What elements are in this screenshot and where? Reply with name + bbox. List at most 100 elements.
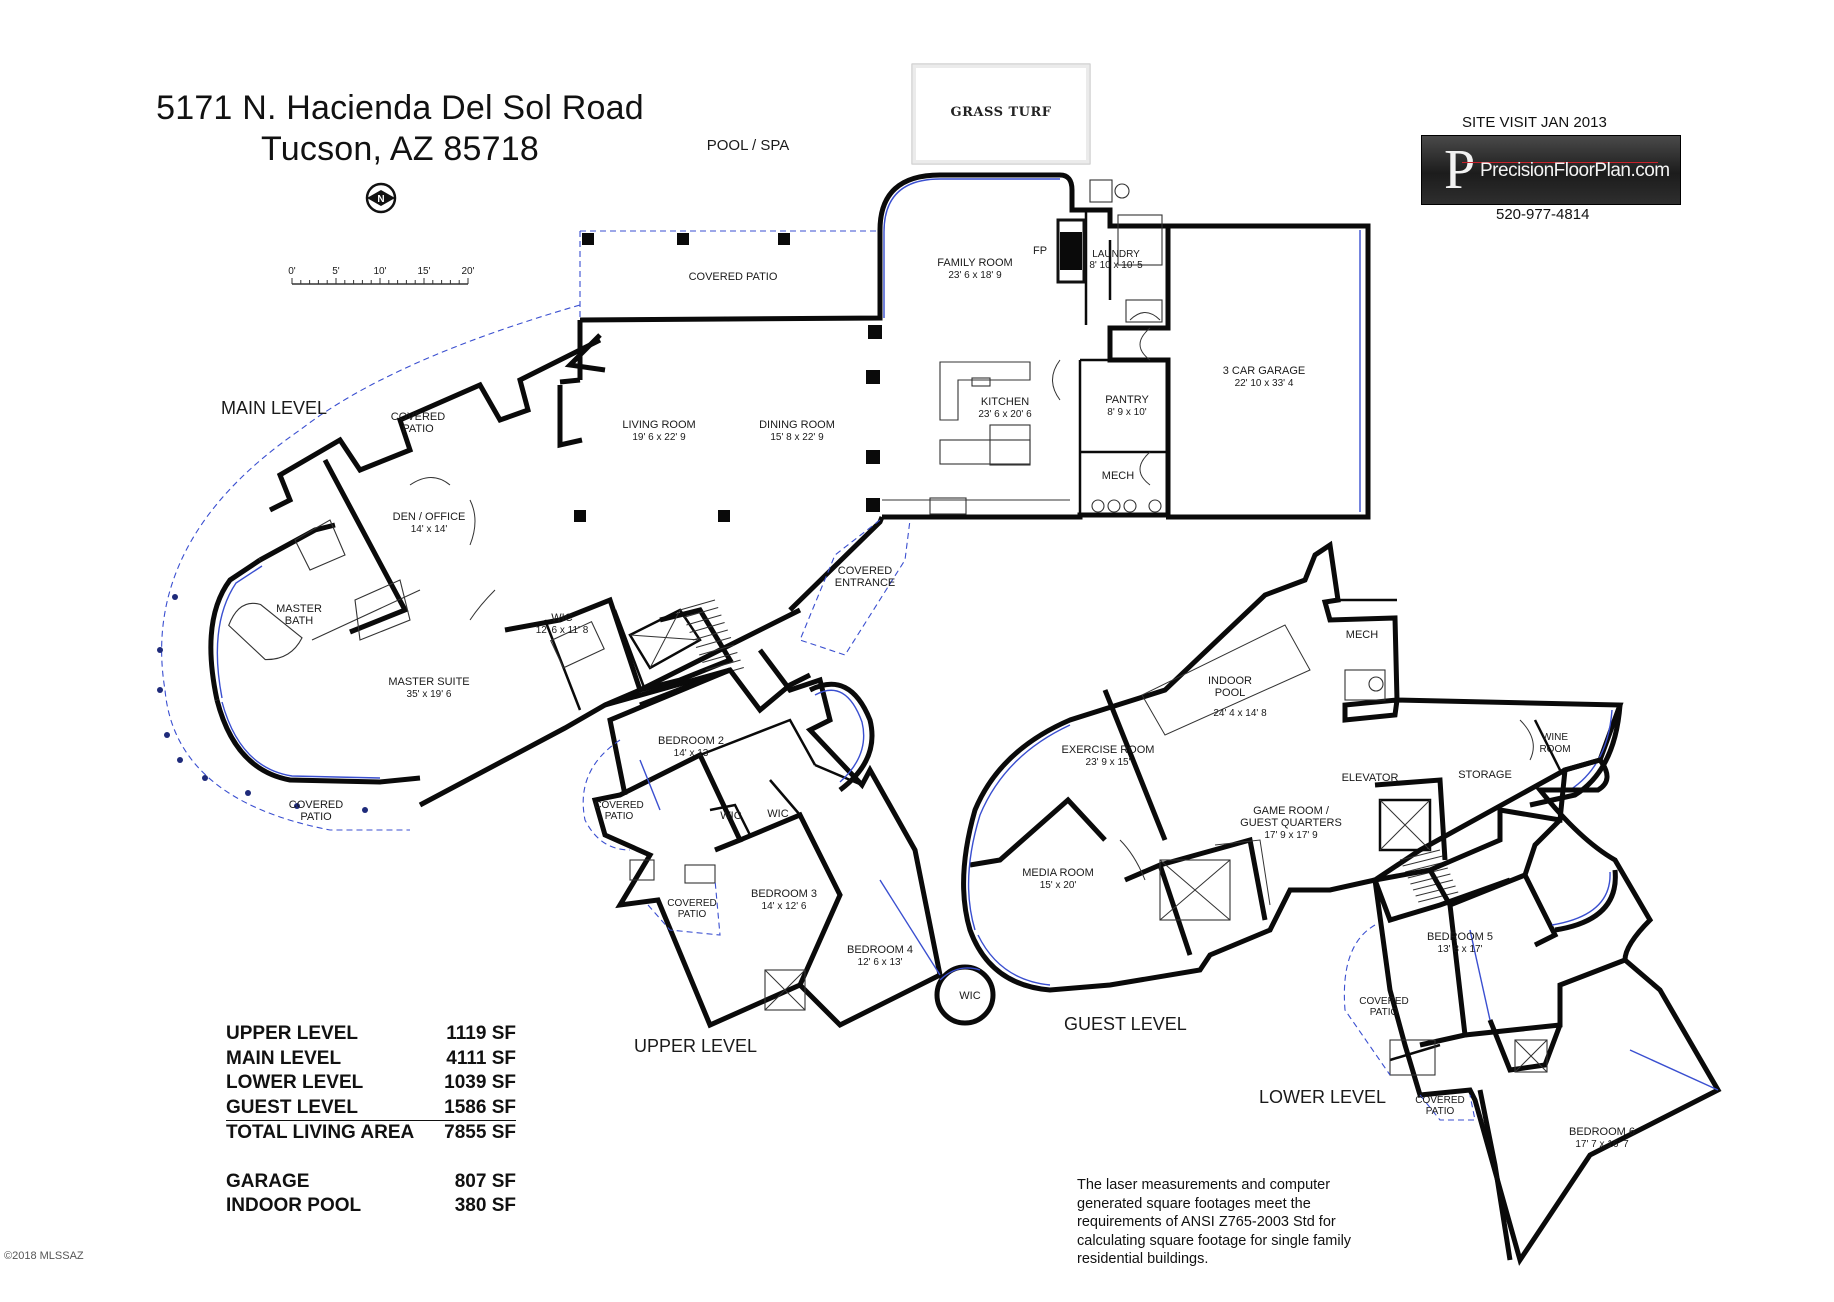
area-row: UPPER LEVEL 1119 SF (226, 1022, 516, 1047)
area-row: LOWER LEVEL 1039 SF (226, 1071, 516, 1096)
label-garage: 3 CAR GARAGE (1223, 365, 1306, 377)
label-wic-c: WIC (959, 990, 980, 1002)
area-row: INDOOR POOL 380 SF (226, 1194, 516, 1219)
property-address: 5171 N. Hacienda Del Sol Road Tucson, AZ… (0, 88, 800, 170)
dims-garage: 22' 10 x 33' 4 (1235, 378, 1294, 389)
area-value: 380 SF (454, 1195, 516, 1216)
label-wic-a: WIC (720, 810, 741, 822)
dims-kitchen: 23' 6 x 20' 6 (978, 409, 1032, 420)
label-wine-room-2: ROOM (1539, 744, 1570, 755)
scale-tick-label-0: 0' (288, 266, 296, 277)
pool-spa-label: POOL / SPA (707, 137, 790, 154)
label-upper-level: UPPER LEVEL (634, 1036, 757, 1056)
label-storage: STORAGE (1458, 769, 1512, 781)
area-label: INDOOR POOL (226, 1195, 362, 1216)
dims-master-suite: 35' x 19' 6 (407, 689, 452, 700)
precision-floor-plan-logo: P PrecisionFloorPlan.com (1421, 135, 1681, 205)
label-wic-b: WIC (767, 808, 788, 820)
label-covered-patio-bottom-1: COVERED (289, 799, 343, 811)
scale-tick-label-5: 5' (332, 266, 340, 277)
label-master-bath-1: MASTER (276, 603, 322, 615)
label-pantry: PANTRY (1105, 394, 1149, 406)
label-guest-level: GUEST LEVEL (1064, 1014, 1187, 1034)
dims-wic-master: 12' 6 x 11' 8 (536, 625, 589, 636)
label-mech-guest: MECH (1346, 629, 1378, 641)
label-lower-level: LOWER LEVEL (1259, 1087, 1386, 1107)
dims-exercise-room: 23' 9 x 15' (1086, 757, 1131, 768)
area-value: 807 SF (454, 1170, 516, 1192)
label-covered-patio-upper2-2: PATIO (678, 909, 707, 920)
label-covered-entrance-2: ENTRANCE (835, 577, 896, 589)
label-covered-patio-main-2: PATIO (402, 423, 434, 435)
address-line-2: Tucson, AZ 85718 (261, 130, 539, 168)
label-living-room: LIVING ROOM (622, 419, 695, 431)
grass-turf-area: GRASS TURF (911, 63, 1091, 165)
dims-living-room: 19' 6 x 22' 9 (632, 432, 686, 443)
dims-indoor-pool: 24' 4 x 14' 8 (1213, 708, 1267, 719)
address-line-1: 5171 N. Hacienda Del Sol Road (156, 89, 644, 127)
area-label: TOTAL LIVING AREA (226, 1122, 415, 1143)
ansi-note: The laser measurements and computer gene… (1077, 1177, 1352, 1267)
dims-bedroom-5: 13' 8 x 17' (1438, 944, 1483, 955)
label-covered-patio-upper1-2: PATIO (605, 811, 634, 822)
label-family-room: FAMILY ROOM (937, 257, 1012, 269)
label-bedroom-4: BEDROOM 4 (847, 944, 913, 956)
label-master-bath-2: BATH (285, 615, 314, 627)
dims-bedroom-2: 14' x 13 (674, 748, 709, 759)
label-bedroom-3: BEDROOM 3 (751, 888, 817, 900)
grass-turf-label: GRASS TURF (950, 105, 1051, 120)
room-labels: COVERED PATIO FAMILY ROOM 23' 6 x 18' 9 … (276, 245, 1635, 1150)
guest-level-plan (961, 540, 1624, 993)
label-wic-master: WIC (551, 612, 572, 624)
area-value: 4111 SF (446, 1047, 516, 1069)
area-row: GARAGE 807 SF (226, 1170, 516, 1195)
label-wine-room-1: WINE (1542, 732, 1568, 743)
label-bedroom-5: BEDROOM 5 (1427, 931, 1493, 943)
area-row-total: TOTAL LIVING AREA 7855 SF (226, 1120, 516, 1146)
area-value: 1119 SF (446, 1023, 516, 1044)
area-label: LOWER LEVEL (226, 1072, 364, 1093)
scale-tick-label-10: 10' (373, 266, 386, 277)
phone-number: 520-977-4814 (1496, 206, 1590, 223)
lower-level-plan (1343, 757, 1722, 1266)
label-indoor-pool-2: POOL (1215, 687, 1246, 699)
label-covered-patio-lower1-2: PATIO (1370, 1007, 1399, 1018)
area-value: 7855 SF (444, 1122, 516, 1143)
label-covered-patio-top: COVERED PATIO (689, 271, 778, 283)
area-label: GARAGE (226, 1170, 310, 1192)
label-kitchen: KITCHEN (981, 396, 1029, 408)
dims-game-room: 17' 9 x 17' 9 (1264, 830, 1318, 841)
dims-bedroom-4: 12' 6 x 13' (858, 957, 903, 968)
label-den-office: DEN / OFFICE (393, 511, 466, 523)
label-covered-patio-lower1-1: COVERED (1359, 996, 1408, 1007)
label-elevator: ELEVATOR (1342, 772, 1399, 784)
label-dining-room: DINING ROOM (759, 419, 835, 431)
label-covered-patio-main-1: COVERED (391, 411, 445, 423)
copyright: ©2018 MLSSAZ (4, 1250, 84, 1262)
logo-text: PrecisionFloorPlan.com (1480, 160, 1670, 181)
label-covered-patio-lower2-2: PATIO (1426, 1106, 1455, 1117)
compass-icon: N (365, 182, 397, 214)
label-covered-patio-bottom-2: PATIO (300, 811, 332, 823)
area-value: 1586 SF (444, 1096, 516, 1118)
dims-media-room: 15' x 20' (1040, 880, 1077, 891)
upper-level-plan (582, 648, 996, 1029)
logo-letter: P (1444, 139, 1476, 201)
main-level-plan (157, 172, 1371, 831)
dims-dining-room: 15' 8 x 22' 9 (770, 432, 824, 443)
label-covered-patio-upper2-1: COVERED (667, 898, 716, 909)
dims-laundry: 8' 10 x 10' 5 (1089, 260, 1143, 271)
label-bedroom-6: BEDROOM 6 (1569, 1126, 1635, 1138)
area-label: GUEST LEVEL (226, 1096, 358, 1118)
area-value: 1039 SF (444, 1072, 516, 1093)
area-label: UPPER LEVEL (226, 1023, 358, 1044)
label-fp: FP (1033, 245, 1047, 257)
dims-den-office: 14' x 14' (411, 524, 448, 535)
label-indoor-pool-1: INDOOR (1208, 675, 1252, 687)
dims-pantry: 8' 9 x 10' (1107, 407, 1146, 418)
label-covered-entrance-1: COVERED (838, 565, 892, 577)
compass-letter: N (377, 194, 384, 205)
